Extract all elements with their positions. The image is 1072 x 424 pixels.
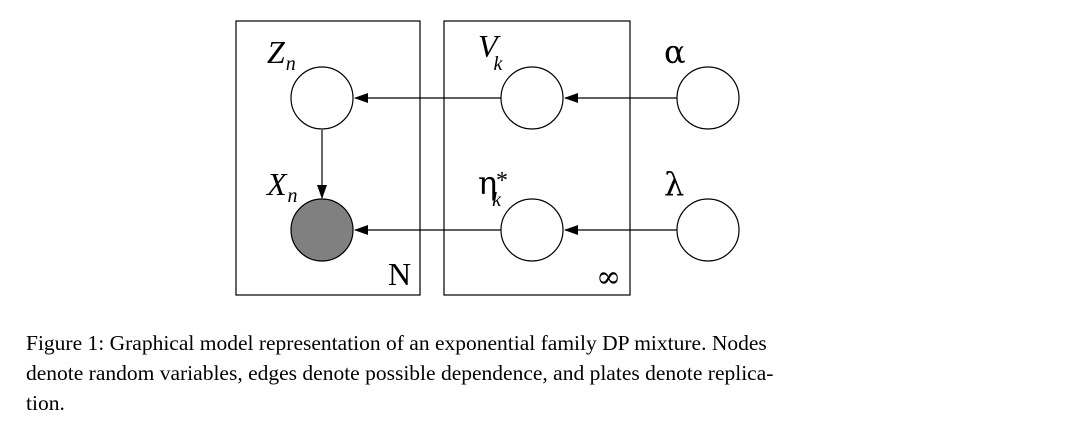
- plate-n-label: N: [388, 256, 411, 292]
- node-x: [290, 198, 354, 262]
- plate-k: [443, 20, 631, 296]
- label-x: Xn: [265, 166, 298, 207]
- label-z: Zn: [267, 34, 296, 75]
- figure-caption: Figure 1: Graphical model representation…: [26, 328, 966, 418]
- node-eta: [500, 198, 564, 262]
- caption-line-1: Figure 1: Graphical model representation…: [26, 331, 767, 355]
- plate-n: [235, 20, 421, 296]
- node-z: [290, 66, 354, 130]
- node-alpha: [676, 66, 740, 130]
- node-v: [500, 66, 564, 130]
- node-lambda: [676, 198, 740, 262]
- graphical-model-diagram: N ∞ Zn Xn Vk ηk * α λ: [235, 20, 740, 296]
- plate-k-label: ∞: [596, 260, 621, 295]
- label-eta: ηk: [478, 164, 502, 211]
- label-eta-star: *: [496, 168, 508, 194]
- caption-line-3: tion.: [26, 391, 65, 415]
- label-v: Vk: [478, 28, 504, 75]
- label-lambda: λ: [664, 165, 684, 203]
- caption-line-2: denote random variables, edges denote po…: [26, 361, 774, 385]
- label-alpha: α: [664, 33, 686, 71]
